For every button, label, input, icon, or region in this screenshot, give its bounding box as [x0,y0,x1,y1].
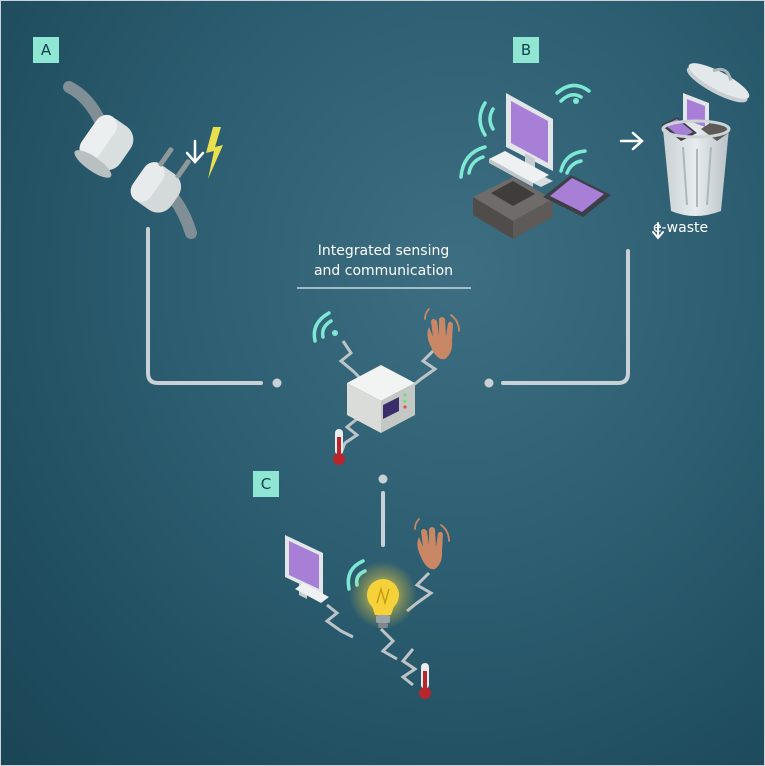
panel-label-a: A [33,37,59,63]
lightning-icon [206,127,223,179]
thermometer-icon [333,429,345,465]
connector-left [146,227,263,385]
center-caption-line2: and communication [313,263,454,279]
printer-icon [473,177,553,239]
light-bulb-icon [367,579,399,628]
wifi-dot [332,330,338,336]
monitor-icon [285,535,323,599]
keyboard-icon [295,583,329,603]
keyboard-icon [489,151,549,187]
plug-icon [63,81,197,239]
thermometer-icon [419,663,431,699]
connector-right-dot [484,378,494,388]
sensor-box-icon [347,365,415,433]
wifi-icon [459,83,591,179]
connector-right [501,249,630,385]
panel-label-c: C [253,471,279,497]
wifi-icon [312,311,333,343]
down-arrow-icon [185,139,205,164]
zigzag-wire [338,340,438,454]
tablet-icon [543,175,611,217]
center-caption-line1: Integrated sensing [317,243,450,259]
hand-wave-icon [414,518,450,570]
wifi-dot [573,98,579,104]
connector-left-dot [272,378,282,388]
hand-wave-icon [424,308,460,360]
ewaste-label: e-waste [653,220,709,236]
center-caption: Integrated sensing and communication [291,241,476,281]
trash-can-icon [661,63,750,216]
connector-down [378,474,388,547]
panel-label-b: B [513,37,539,63]
right-arrow-icon [619,131,644,151]
ewaste-down-arrow-icon [652,222,664,240]
